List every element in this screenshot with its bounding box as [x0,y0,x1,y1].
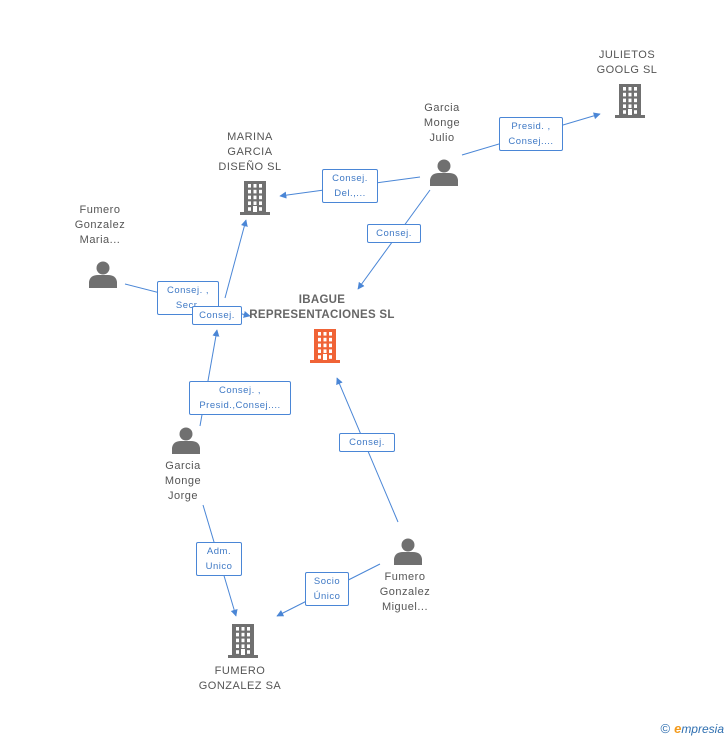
node-label-marina[interactable]: MARINA GARCIA DISEÑO SL [218,131,282,173]
brand-name: mpresia [681,722,724,736]
person-icon-garcia_jorge[interactable] [172,427,200,455]
node-label-ibague[interactable]: IBAGUE REPRESENTACIONES SL [249,294,395,321]
edge-label-garcia_julio-to-marina[interactable]: Consej. Del.,... [322,169,378,203]
empresia-watermark[interactable]: ©empresia [660,721,724,736]
copyright-symbol: © [660,721,671,736]
node-label-garcia_julio[interactable]: Garcia Monge Julio [423,102,461,144]
edge-label-fumero_miguel-to-fumero_sa[interactable]: Socio Único [305,572,349,606]
person-icon-garcia_julio[interactable] [430,159,458,187]
node-label-fumero_miguel[interactable]: Fumero Gonzalez Miguel... [379,571,431,613]
person-icon-fumero_miguel[interactable] [394,538,422,566]
person-icon-fumero_maria[interactable] [89,261,117,289]
edge-label-garcia_jorge-to-ibague[interactable]: Consej. , Presid.,Consej.... [189,381,291,415]
edge-label-garcia_jorge-to-marina[interactable]: Consej. [192,305,242,325]
brand-initial: e [674,721,682,736]
node-label-fumero_sa[interactable]: FUMERO GONZALEZ SA [198,665,282,692]
edge-label-fumero_miguel-to-ibague[interactable]: Consej. [339,432,395,452]
edge-label-garcia_julio-to-julietos[interactable]: Presid. , Consej.... [499,117,563,151]
company-icon-marina[interactable] [240,181,270,215]
main-company-icon-ibague[interactable] [310,329,340,363]
node-label-garcia_jorge[interactable]: Garcia Monge Jorge [164,460,202,502]
company-icon-julietos[interactable] [615,84,645,118]
node-label-fumero_maria[interactable]: Fumero Gonzalez Maria... [74,204,126,246]
node-label-julietos[interactable]: JULIETOS GOOLG SL [596,49,658,76]
company-icon-fumero_sa[interactable] [228,624,258,658]
edge-label-garcia_jorge-to-fumero_sa[interactable]: Adm. Unico [196,542,242,576]
edge-garcia_jorge-to-marina [224,219,248,299]
edge-label-garcia_julio-to-ibague[interactable]: Consej. [367,223,421,243]
